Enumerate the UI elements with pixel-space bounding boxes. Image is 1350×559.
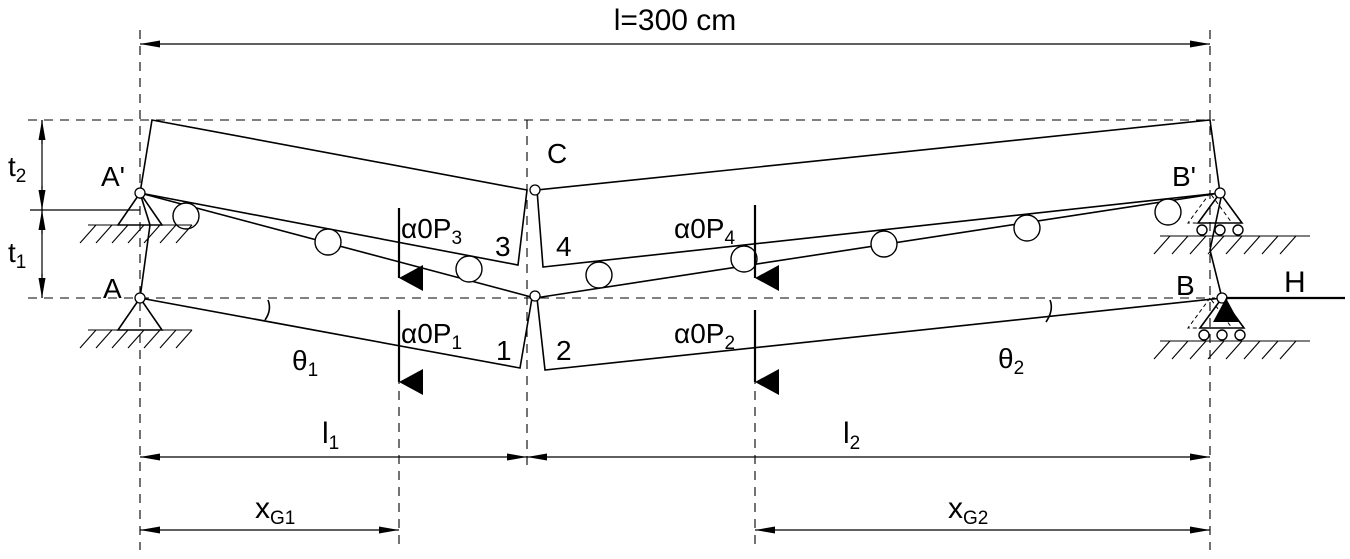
hinge-a-prime xyxy=(134,187,146,199)
support-roller xyxy=(1198,329,1210,341)
block-number-4: 4 xyxy=(556,231,572,262)
support-triangle xyxy=(1196,191,1244,224)
load-labels: α0P3 α0P4 α0P1 α0P2 H xyxy=(401,213,1306,354)
roller xyxy=(1154,198,1182,226)
load-p1-label: α0P1 xyxy=(401,318,462,354)
thickness-dimensions: t2 t1 xyxy=(8,120,140,298)
load-p2-label: α0P2 xyxy=(674,318,735,354)
rollers xyxy=(172,198,1182,289)
block-numbers: 3 4 1 2 xyxy=(495,231,572,366)
support-b xyxy=(1153,296,1310,360)
support-roller xyxy=(1234,329,1246,341)
point-c-label: C xyxy=(547,138,567,169)
support-roller xyxy=(1232,224,1244,236)
support-roller xyxy=(1216,329,1228,341)
hinge-b xyxy=(1216,292,1228,304)
block-upper-right xyxy=(536,119,1221,268)
roller xyxy=(172,202,200,230)
t2-label: t2 xyxy=(8,151,26,187)
l1-label: l1 xyxy=(322,417,339,454)
ground-hatching xyxy=(79,224,193,244)
t1-label: t1 xyxy=(8,237,26,273)
xg2-label: xG2 xyxy=(948,492,988,529)
roller xyxy=(870,230,898,258)
hinge-mid xyxy=(529,290,541,302)
point-a-prime-label: A' xyxy=(101,161,125,192)
roller xyxy=(455,255,483,283)
block-number-3: 3 xyxy=(495,231,511,262)
reference-lines xyxy=(28,30,1215,550)
ground-hatching xyxy=(1153,235,1297,255)
point-b-label: B xyxy=(1176,270,1195,301)
angle-marks: θ1 θ2 xyxy=(264,299,1053,381)
roller xyxy=(1013,214,1041,242)
roller xyxy=(730,245,758,273)
roller xyxy=(585,261,613,289)
load-p3-label: α0P3 xyxy=(401,213,462,249)
support-a-prime xyxy=(79,191,193,244)
ground-hatching xyxy=(79,329,193,349)
ground-hatching xyxy=(1153,340,1297,360)
hinge-b-prime xyxy=(1214,187,1226,199)
hinge-c xyxy=(529,184,541,196)
block-number-2: 2 xyxy=(556,335,572,366)
support-roller xyxy=(1214,224,1226,236)
block-number-1: 1 xyxy=(496,335,512,366)
span-label: l=300 cm xyxy=(614,4,737,37)
xg1-label: xG1 xyxy=(255,492,295,529)
load-arrows xyxy=(397,205,1345,395)
theta1-arc xyxy=(264,299,271,321)
theta2-arc xyxy=(1045,299,1053,323)
support-a xyxy=(79,296,193,349)
theta1-label: θ1 xyxy=(292,345,318,381)
hinge-a xyxy=(134,292,146,304)
point-labels: A' A C B' B xyxy=(101,138,1196,304)
load-h-label: H xyxy=(1284,266,1306,299)
roller xyxy=(314,228,342,256)
point-a-label: A xyxy=(103,273,122,304)
point-b-prime-label: B' xyxy=(1172,161,1196,192)
l2-label: l2 xyxy=(843,417,860,454)
span-dimension: l=300 cm xyxy=(140,4,1210,48)
hinge-nodes xyxy=(134,184,1228,304)
support-roller xyxy=(1196,224,1208,236)
support-b-prime xyxy=(1153,191,1310,255)
bottom-dimensions: l1 l2 xG1 xG2 xyxy=(140,417,1210,534)
block-upper-left xyxy=(139,119,528,266)
load-p4-label: α0P4 xyxy=(674,213,735,249)
theta2-label: θ2 xyxy=(998,343,1024,379)
